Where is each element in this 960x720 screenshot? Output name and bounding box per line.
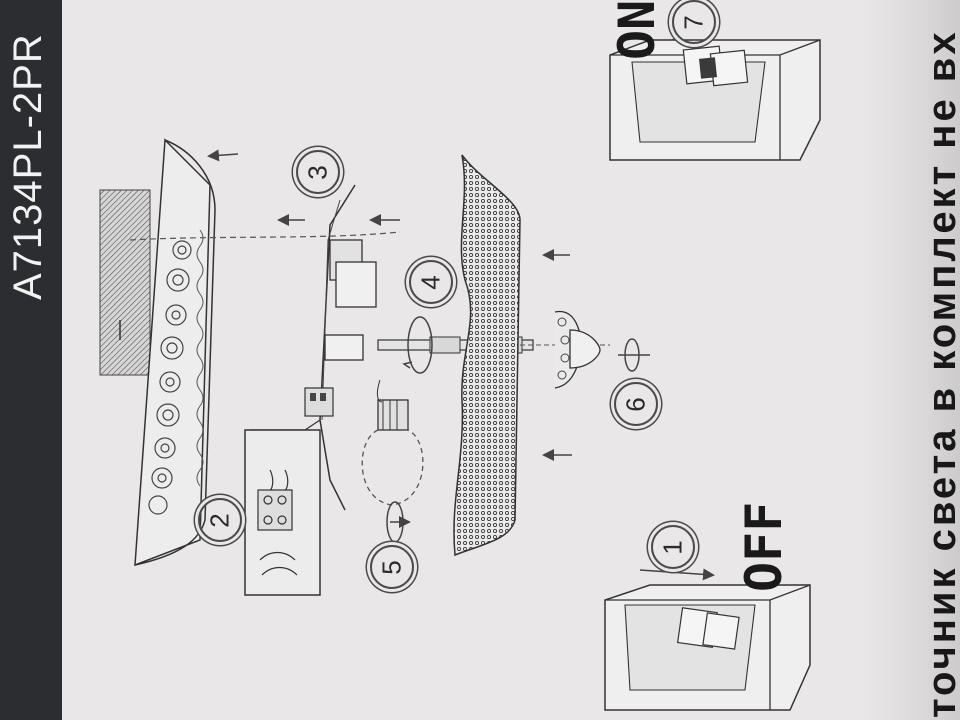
step-1-marker: 1 [651, 525, 695, 569]
step-6-label: 6 [620, 396, 651, 412]
rotation-arrows [386, 316, 650, 543]
step-5-label: 5 [376, 559, 407, 575]
step-7-marker: 7 [672, 0, 716, 44]
light-bulb [361, 379, 424, 506]
step-3-label: 3 [302, 164, 333, 180]
step-2-label: 2 [204, 512, 235, 528]
decorative-canopy [119, 138, 216, 567]
step-3-marker: 3 [296, 150, 340, 194]
switch-off-label: OFF [735, 501, 793, 592]
switch-box-off [604, 584, 811, 711]
finial [554, 311, 601, 389]
header-band [0, 0, 62, 720]
step-2-marker: 2 [198, 498, 242, 542]
notice-text: точник света в комплект не вх [920, 29, 960, 718]
step-5-marker: 5 [370, 545, 414, 589]
mesh-shade [453, 154, 521, 557]
switch-on-label: ON [608, 0, 666, 60]
step-1-label: 1 [657, 539, 688, 555]
ceiling-hatch [99, 189, 151, 376]
step-4-marker: 4 [409, 260, 453, 304]
step-6-marker: 6 [614, 382, 658, 426]
guide-line [129, 231, 401, 241]
mounting-plate [304, 184, 377, 511]
terminal-block-inset [244, 419, 321, 596]
step-7-label: 7 [678, 14, 709, 30]
step-4-label: 4 [415, 274, 446, 290]
switch-box-on [609, 39, 821, 161]
